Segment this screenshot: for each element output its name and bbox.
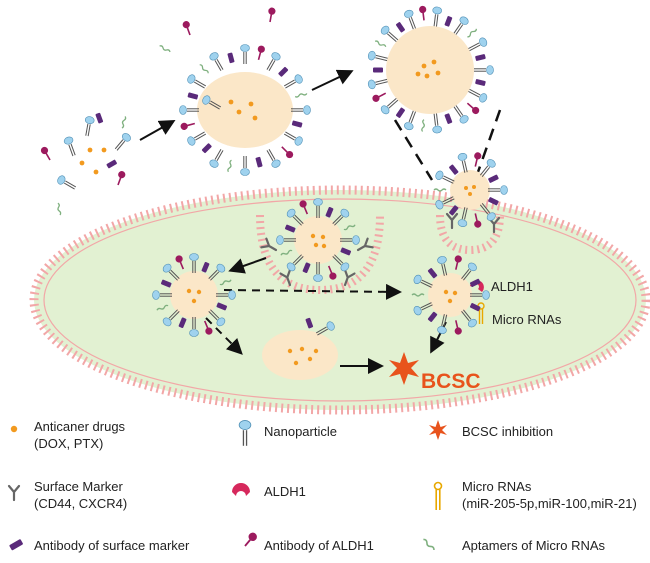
bcsc-label: BCSC <box>421 370 481 393</box>
free-components <box>38 112 133 216</box>
micro-rna-icon <box>433 481 443 510</box>
arrow-to-left-np <box>228 257 267 274</box>
zoom-line-right <box>476 109 502 173</box>
membrane-invagination <box>436 214 504 255</box>
legend-aptamers: Aptamers of Micro RNAs <box>462 538 606 553</box>
drug-icon <box>10 425 18 433</box>
aptamer-icon <box>423 538 435 551</box>
legend-anticancer-drugs-detail: (DOX, PTX) <box>34 436 103 451</box>
nanoparticle-intracellular-right <box>428 273 472 317</box>
surface-marker-icon <box>7 484 21 502</box>
legend-antibody-aldh1: Antibody of ALDH1 <box>264 538 374 553</box>
legend-aldh1: ALDH1 <box>264 484 306 499</box>
legend-micro-rnas-detail: (miR-205-5p,miR-100,miR-21) <box>462 496 637 511</box>
nanoparticle-endocytosis <box>294 216 342 264</box>
legend-nanoparticle: Nanoparticle <box>264 424 337 439</box>
legend-bcsc-inhibition: BCSC inhibition <box>462 424 553 439</box>
breast-cancer-cell <box>29 185 650 415</box>
aldh1-label: ALDH1 <box>491 279 533 294</box>
legend-anticancer-drugs: Anticaner drugs <box>34 419 126 434</box>
arrow-assembly-1 <box>139 120 176 141</box>
assembling-nanoparticle <box>158 6 293 148</box>
zoom-line-left <box>393 119 434 181</box>
nanoparticle-binding <box>450 170 490 210</box>
legend-surface-marker: Surface Marker <box>34 479 124 494</box>
nanoparticle-icon <box>238 419 252 447</box>
micro-rnas-label: Micro RNAs <box>492 312 562 327</box>
bcsc-inhibition-icon <box>429 420 447 440</box>
nanoparticle-release <box>262 317 338 380</box>
legend-surface-marker-detail: (CD44, CXCR4) <box>34 496 127 511</box>
arrow-dashed-to-aldh1 <box>223 283 402 300</box>
bcsc-star-icon <box>389 352 419 385</box>
nanoparticle-intracellular-left <box>170 271 218 319</box>
legend-antibody-surface-marker: Antibody of surface marker <box>34 538 190 553</box>
antibody-aldh1-icon <box>244 532 257 547</box>
legend: Anticaner drugs (DOX, PTX) Nanoparticle … <box>7 419 637 553</box>
legend-micro-rnas: Micro RNAs <box>462 479 532 494</box>
antibody-surface-marker-icon <box>9 539 23 551</box>
arrow-assembly-2 <box>311 69 354 91</box>
aldh1-icon <box>232 483 250 496</box>
assembled-nanoparticle <box>386 26 474 114</box>
